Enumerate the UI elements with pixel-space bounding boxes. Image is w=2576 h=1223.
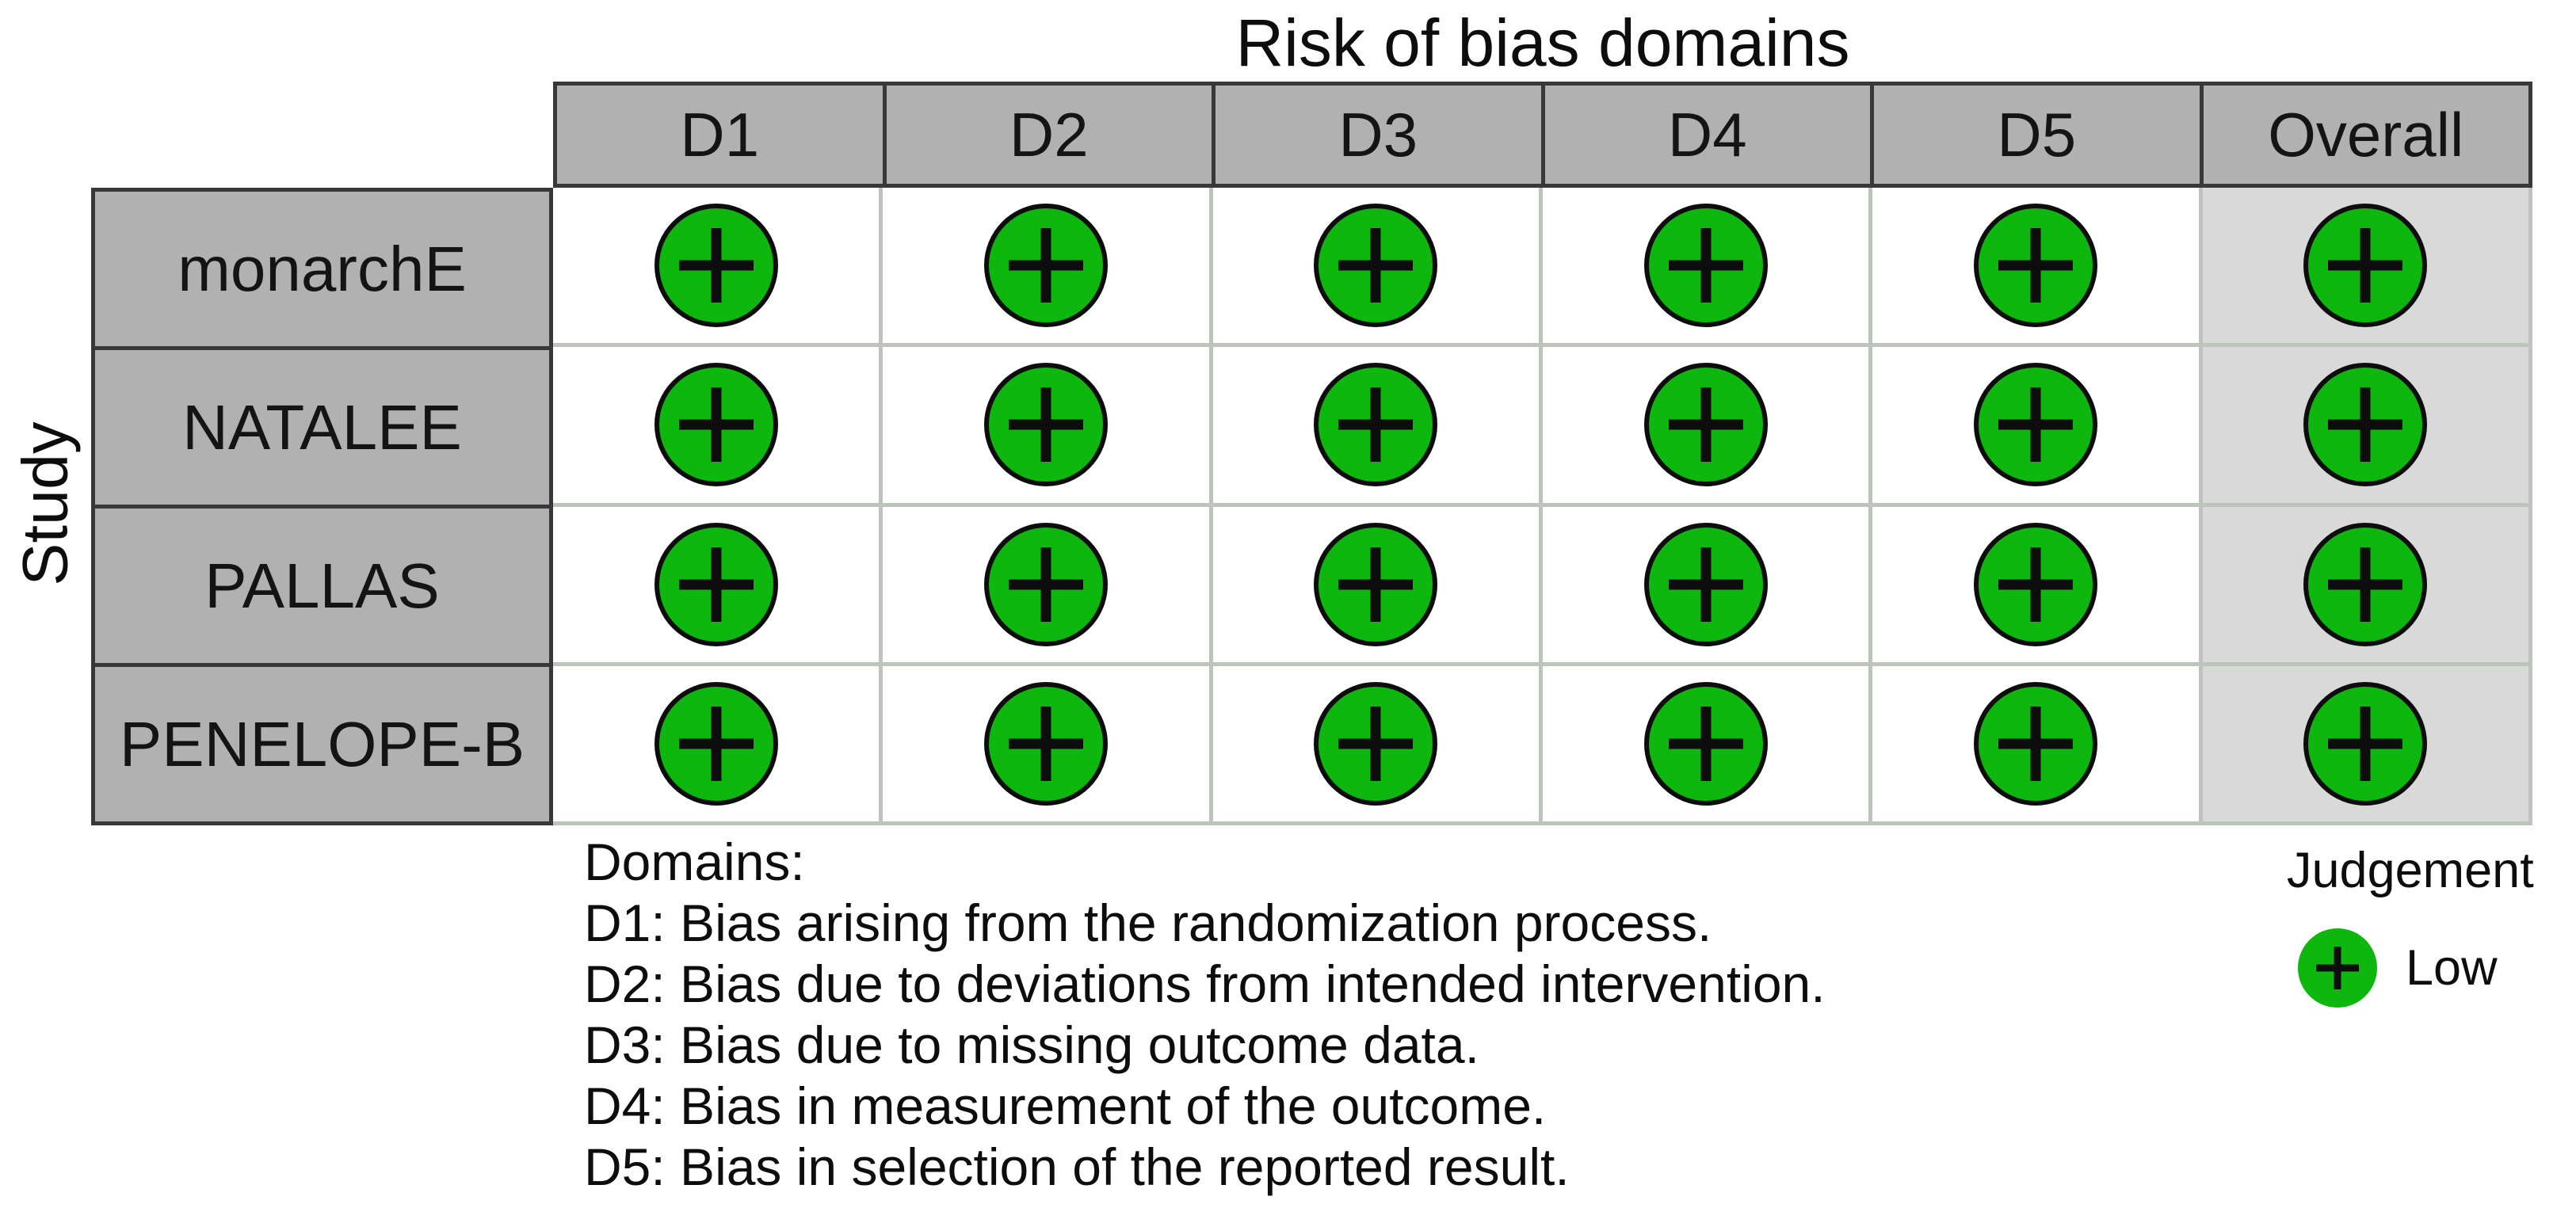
- low-risk-icon: [983, 681, 1108, 806]
- low-risk-icon: [1314, 204, 1438, 328]
- column-header-d3: D3: [1212, 86, 1541, 184]
- row-label-penelope-b: PENELOPE-B: [95, 663, 549, 821]
- low-risk-icon: [2303, 204, 2428, 328]
- low-risk-icon: [1973, 204, 2097, 328]
- low-risk-icon: [654, 363, 778, 487]
- row-label-monarche: monarchE: [95, 192, 549, 346]
- low-risk-icon: [1314, 681, 1438, 806]
- footnote-line-d5: D5: Bias in selection of the reported re…: [584, 1137, 1570, 1196]
- low-risk-icon: [983, 522, 1108, 646]
- column-header-d4: D4: [1540, 86, 1870, 184]
- row-label-natalee: NATALEE: [95, 346, 549, 505]
- low-risk-icon: [654, 204, 778, 328]
- low-risk-icon: [1643, 681, 1768, 806]
- judgement-cell-penelope-b-d3: [1212, 665, 1539, 821]
- column-header-d1: D1: [557, 86, 883, 184]
- low-risk-icon: [1314, 363, 1438, 487]
- judgement-cell-natalee-d4: [1543, 347, 1869, 503]
- low-risk-icon: [654, 681, 778, 806]
- judgement-grid: [553, 188, 2532, 825]
- legend-item-low: Low: [2298, 928, 2498, 1008]
- low-risk-icon: [983, 204, 1108, 328]
- judgement-cell-penelope-b-d1: [553, 665, 880, 821]
- column-header-overall: Overall: [2199, 86, 2528, 184]
- figure-title: Risk of bias domains: [1235, 6, 1850, 80]
- judgement-cell-pallas-d1: [553, 506, 880, 662]
- judgement-cell-penelope-b-d4: [1543, 665, 1869, 821]
- judgement-cell-monarche-d4: [1543, 188, 1869, 344]
- column-header-d5: D5: [1870, 86, 2200, 184]
- judgement-cell-monarche-overall: [2202, 188, 2528, 344]
- domain-footnote: Domains: D1: Bias arising from the rando…: [584, 832, 1826, 1198]
- judgement-cell-penelope-b-d2: [883, 665, 1209, 821]
- low-risk-icon: [983, 363, 1108, 487]
- footnote-line-d3: D3: Bias due to missing outcome data.: [584, 1015, 1479, 1074]
- footnote-line-d2: D2: Bias due to deviations from intended…: [584, 954, 1826, 1013]
- low-risk-icon: [654, 522, 778, 646]
- judgement-cell-natalee-d1: [553, 347, 880, 503]
- footnote-line-d4: D4: Bias in measurement of the outcome.: [584, 1076, 1547, 1135]
- judgement-cell-penelope-b-d5: [1872, 665, 2199, 821]
- judgement-cell-penelope-b-overall: [2202, 665, 2528, 821]
- low-risk-icon: [2303, 522, 2428, 646]
- judgement-cell-monarche-d5: [1872, 188, 2199, 344]
- low-risk-legend-icon: [2298, 928, 2377, 1008]
- legend-item-label: Low: [2406, 940, 2498, 996]
- row-label-pallas: PALLAS: [95, 505, 549, 663]
- legend-title: Judgement: [2287, 843, 2534, 898]
- judgement-cell-pallas-d5: [1872, 506, 2199, 662]
- column-header-d2: D2: [882, 86, 1212, 184]
- judgement-cell-monarche-d3: [1212, 188, 1539, 344]
- low-risk-icon: [1643, 522, 1768, 646]
- low-risk-icon: [2303, 363, 2428, 487]
- judgement-cell-pallas-d2: [883, 506, 1209, 662]
- judgement-cell-natalee-d3: [1212, 347, 1539, 503]
- low-risk-icon: [1643, 204, 1768, 328]
- judgement-cell-natalee-overall: [2202, 347, 2528, 503]
- judgement-cell-monarche-d1: [553, 188, 880, 344]
- judgement-cell-pallas-overall: [2202, 506, 2528, 662]
- judgement-cell-pallas-d4: [1543, 506, 1869, 662]
- judgement-cell-natalee-d2: [883, 347, 1209, 503]
- judgement-cell-natalee-d5: [1872, 347, 2199, 503]
- low-risk-icon: [1643, 363, 1768, 487]
- low-risk-icon: [1973, 522, 2097, 646]
- low-risk-icon: [1973, 363, 2097, 487]
- low-risk-icon: [1314, 522, 1438, 646]
- footnote-heading: Domains:: [584, 832, 805, 891]
- study-axis-label: Study: [10, 421, 82, 586]
- low-risk-icon: [2303, 681, 2428, 806]
- footnote-line-d1: D1: Bias arising from the randomization …: [584, 893, 1712, 952]
- judgement-cell-pallas-d3: [1212, 506, 1539, 662]
- judgement-cell-monarche-d2: [883, 188, 1209, 344]
- low-risk-icon: [1973, 681, 2097, 806]
